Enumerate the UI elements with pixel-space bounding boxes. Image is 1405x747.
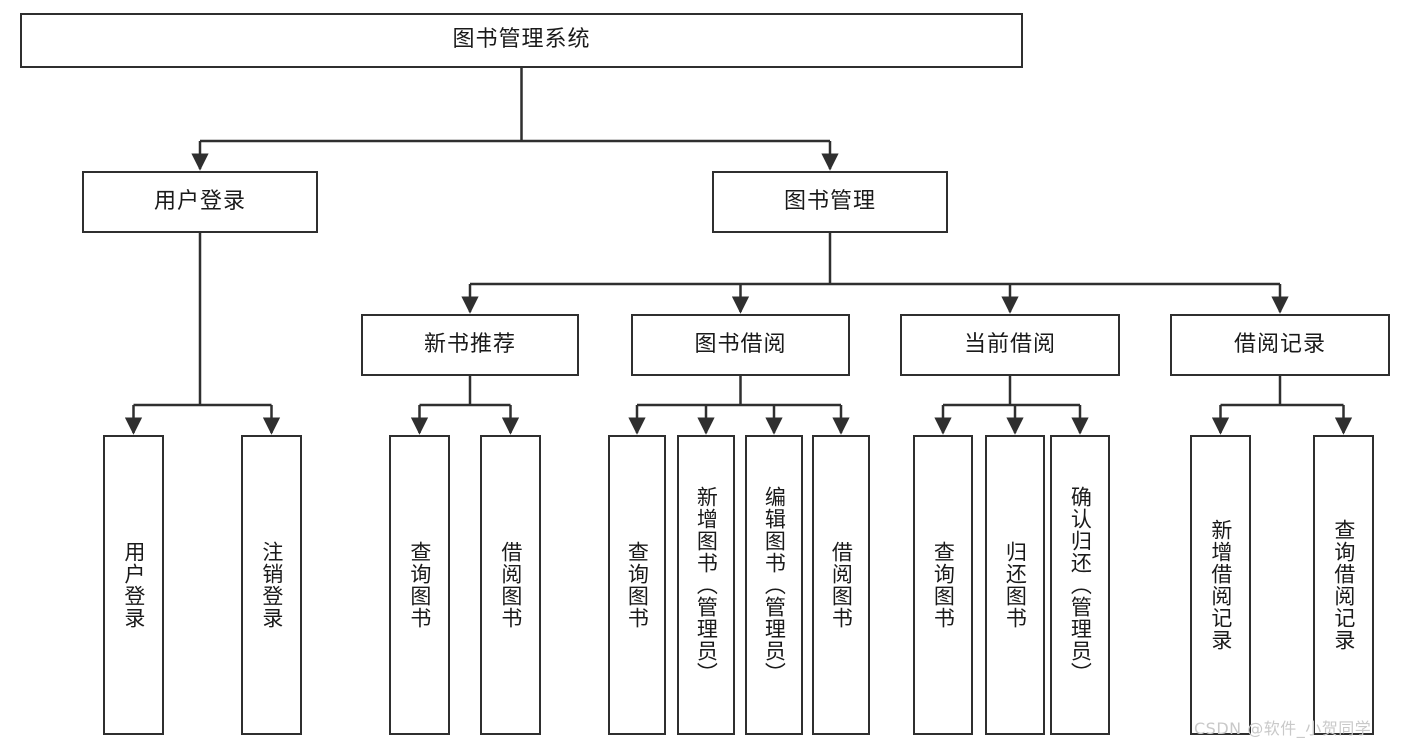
node-label: 注销登录 (259, 541, 284, 629)
node-label: 图书管理 (783, 188, 876, 214)
node-leaf-return-book[interactable]: 归还图书 (985, 435, 1045, 735)
node-label: 编辑图书（管理员） (762, 486, 787, 684)
node-leaf-borrow-book-2[interactable]: 借阅图书 (812, 435, 870, 735)
node-label: 借阅记录 (1233, 331, 1326, 357)
node-leaf-edit-book-admin[interactable]: 编辑图书（管理员） (745, 435, 803, 735)
node-leaf-user-login[interactable]: 用户登录 (103, 435, 164, 735)
node-label: 查询借阅记录 (1331, 519, 1356, 651)
node-book-manage[interactable]: 图书管理 (712, 171, 948, 233)
node-label: 借阅图书 (498, 541, 523, 629)
node-label: 查询图书 (931, 541, 956, 629)
node-label: 用户登录 (121, 541, 146, 629)
node-label: 新增借阅记录 (1208, 519, 1233, 651)
node-root[interactable]: 图书管理系统 (20, 13, 1023, 68)
node-leaf-query-book-3[interactable]: 查询图书 (913, 435, 973, 735)
node-leaf-query-book-1[interactable]: 查询图书 (389, 435, 450, 735)
node-label: 新增图书（管理员） (694, 486, 719, 684)
node-current-borrow[interactable]: 当前借阅 (900, 314, 1120, 376)
node-new-book-recommend[interactable]: 新书推荐 (361, 314, 579, 376)
node-leaf-borrow-book-1[interactable]: 借阅图书 (480, 435, 541, 735)
node-leaf-logout-login[interactable]: 注销登录 (241, 435, 302, 735)
node-leaf-query-book-2[interactable]: 查询图书 (608, 435, 666, 735)
node-label: 图书管理系统 (452, 27, 591, 53)
node-leaf-add-book-admin[interactable]: 新增图书（管理员） (677, 435, 735, 735)
node-borrow-record[interactable]: 借阅记录 (1170, 314, 1390, 376)
node-label: 新书推荐 (423, 331, 516, 357)
node-user-login[interactable]: 用户登录 (82, 171, 318, 233)
node-label: 用户登录 (153, 188, 246, 214)
node-label: 当前借阅 (963, 331, 1056, 357)
node-label: 借阅图书 (829, 541, 854, 629)
node-label: 归还图书 (1003, 541, 1028, 629)
node-label: 确认归还（管理员） (1068, 486, 1093, 684)
node-label: 图书借阅 (694, 331, 787, 357)
node-book-borrow[interactable]: 图书借阅 (631, 314, 850, 376)
node-leaf-query-borrow-record[interactable]: 查询借阅记录 (1313, 435, 1374, 735)
node-label: 查询图书 (407, 541, 432, 629)
node-label: 查询图书 (625, 541, 650, 629)
csdn-watermark: CSDN @软件_小贺同学 (1194, 719, 1372, 738)
node-leaf-add-borrow-record[interactable]: 新增借阅记录 (1190, 435, 1251, 735)
node-leaf-confirm-return-admin[interactable]: 确认归还（管理员） (1050, 435, 1110, 735)
